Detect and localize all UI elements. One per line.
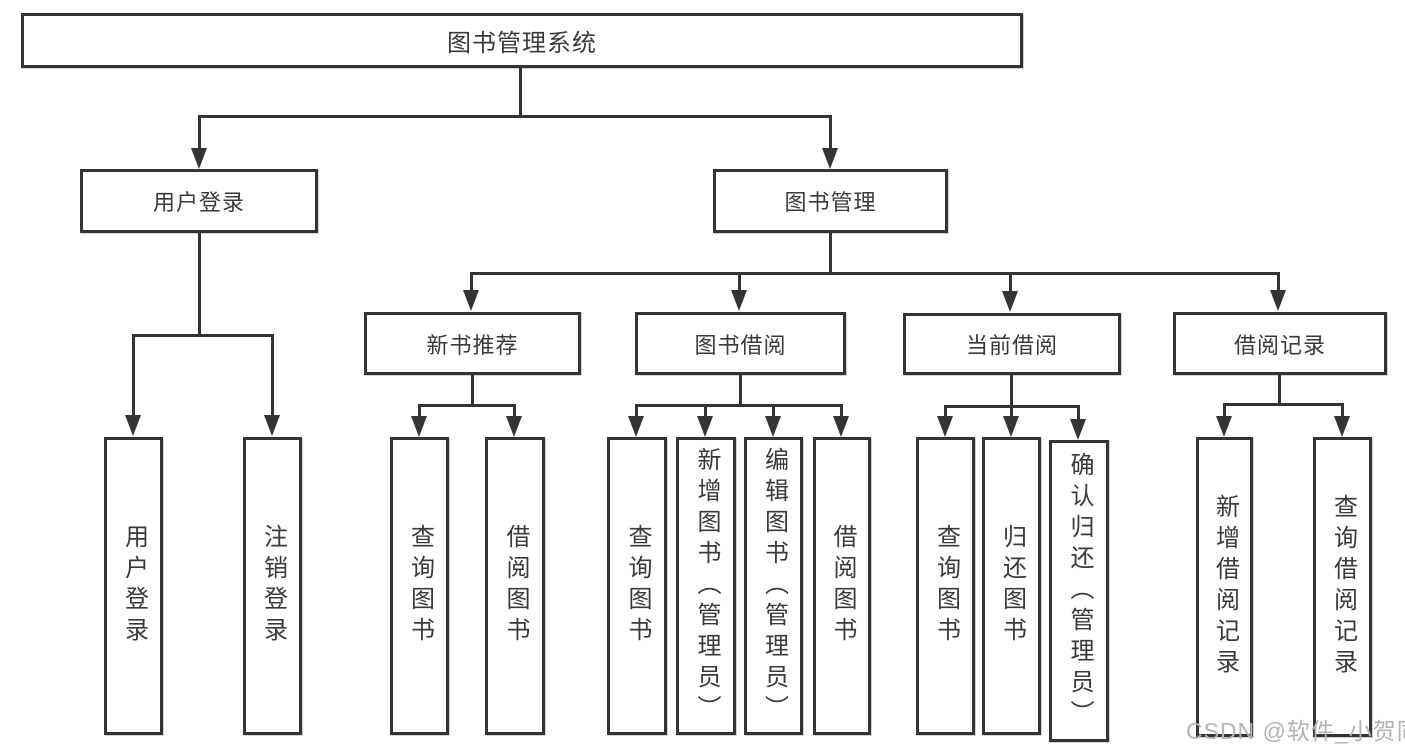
- connector-line: [1277, 272, 1280, 292]
- connector-line: [198, 115, 832, 118]
- leaf-query-borrow-record-label: 查询借阅记录: [1329, 494, 1357, 680]
- leaf-add-borrow-record: 新增借阅记录: [1196, 437, 1253, 737]
- leaf-add-borrow-record-label: 新增借阅记录: [1211, 494, 1239, 680]
- arrow-down-icon: [1334, 416, 1350, 437]
- leaf-edit-books-admin: 编辑图书（管理员）: [744, 437, 803, 735]
- leaf-logout-login: 注销登录: [243, 437, 302, 735]
- connector-line: [519, 68, 522, 116]
- connector-line: [470, 272, 473, 292]
- connector-line: [1010, 405, 1013, 418]
- connector-line: [944, 405, 947, 418]
- leaf-borrow-books-recommend: 借阅图书: [485, 437, 545, 735]
- leaf-return-books-label: 归还图书: [998, 524, 1026, 648]
- leaf-add-books-admin: 新增图书（管理员）: [676, 437, 736, 735]
- arrow-down-icon: [411, 416, 427, 437]
- leaf-user-login-label: 用户登录: [120, 524, 148, 648]
- node-current-borrowing: 当前借阅: [903, 313, 1121, 375]
- connector-line: [1223, 403, 1226, 418]
- arrow-down-icon: [506, 416, 522, 437]
- connector-line: [635, 404, 638, 418]
- leaf-query-books-borrow-label: 查询图书: [624, 524, 651, 648]
- node-root-label: 图书管理系统: [447, 30, 597, 57]
- connector-line: [1009, 272, 1012, 292]
- leaf-borrow-books: 借阅图书: [813, 437, 871, 735]
- connector-line: [739, 375, 742, 407]
- leaf-query-books-current-label: 查询图书: [932, 524, 960, 648]
- arrow-down-icon: [833, 416, 849, 437]
- connector-line: [1341, 403, 1344, 418]
- connector-line: [1223, 403, 1343, 406]
- arrow-down-icon: [1216, 416, 1232, 437]
- node-current-borrowing-label: 当前借阅: [965, 333, 1058, 358]
- connector-line: [513, 404, 516, 418]
- connector-line: [738, 272, 741, 292]
- node-root: 图书管理系统: [21, 13, 1023, 68]
- connector-line: [704, 404, 707, 418]
- connector-line: [132, 334, 135, 416]
- connector-line: [418, 404, 421, 418]
- connector-line: [132, 334, 274, 337]
- leaf-query-borrow-record: 查询借阅记录: [1313, 437, 1372, 737]
- connector-line: [470, 272, 1280, 275]
- connector-line: [271, 334, 274, 416]
- connector-line: [1278, 375, 1281, 406]
- leaf-query-books-current: 查询图书: [916, 437, 975, 735]
- connector-line: [1010, 375, 1013, 408]
- leaf-borrow-books-label: 借阅图书: [829, 524, 856, 648]
- node-user-login: 用户登录: [80, 169, 318, 233]
- connector-line: [198, 115, 201, 150]
- arrow-down-icon: [731, 290, 747, 311]
- arrow-down-icon: [937, 416, 953, 437]
- node-new-book-recommend: 新书推荐: [364, 312, 581, 375]
- leaf-confirm-return-admin: 确认归还（管理员）: [1049, 440, 1109, 742]
- arrow-down-icon: [191, 148, 207, 169]
- arrow-down-icon: [1002, 291, 1018, 312]
- node-borrowing-records-label: 借阅记录: [1233, 332, 1326, 358]
- arrow-down-icon: [125, 415, 141, 436]
- connector-line: [198, 233, 201, 337]
- leaf-return-books: 归还图书: [982, 437, 1041, 735]
- arrow-down-icon: [463, 290, 479, 311]
- leaf-user-login: 用户登录: [104, 437, 163, 735]
- node-book-management: 图书管理: [713, 169, 948, 233]
- node-user-login-label: 用户登录: [152, 190, 245, 215]
- csdn-watermark: CSDN @软件_小贺同学: [1186, 718, 1405, 744]
- leaf-query-books-borrow: 查询图书: [607, 437, 667, 735]
- leaf-add-books-admin-label: 新增图书（管理员）: [693, 446, 720, 726]
- node-new-book-recommend-label: 新书推荐: [426, 332, 519, 358]
- connector-line: [829, 233, 832, 275]
- node-book-borrowing: 图书借阅: [635, 312, 846, 375]
- arrow-down-icon: [697, 416, 713, 437]
- arrow-down-icon: [765, 416, 781, 437]
- arrow-down-icon: [628, 416, 644, 437]
- connector-line: [829, 115, 832, 150]
- node-book-borrowing-label: 图书借阅: [694, 332, 787, 358]
- arrow-down-icon: [1070, 419, 1086, 440]
- node-book-management-label: 图书管理: [784, 190, 877, 215]
- leaf-query-books-recommend-label: 查询图书: [406, 524, 434, 648]
- arrow-down-icon: [1270, 290, 1286, 311]
- leaf-logout-login-label: 注销登录: [259, 524, 287, 648]
- leaf-query-books-recommend: 查询图书: [390, 437, 449, 735]
- connector-line: [418, 404, 516, 407]
- leaf-confirm-return-admin-label: 确认归还（管理员）: [1066, 451, 1093, 731]
- connector-line: [772, 404, 775, 418]
- arrow-down-icon: [822, 148, 838, 169]
- arrow-down-icon: [264, 415, 280, 436]
- connector-line: [635, 404, 843, 407]
- connector-line: [840, 404, 843, 418]
- leaf-borrow-books-recommend-label: 借阅图书: [502, 524, 529, 648]
- leaf-edit-books-admin-label: 编辑图书（管理员）: [760, 446, 788, 726]
- arrow-down-icon: [1003, 416, 1019, 437]
- node-borrowing-records: 借阅记录: [1173, 312, 1387, 375]
- connector-line: [1077, 405, 1080, 419]
- connector-line: [471, 375, 474, 407]
